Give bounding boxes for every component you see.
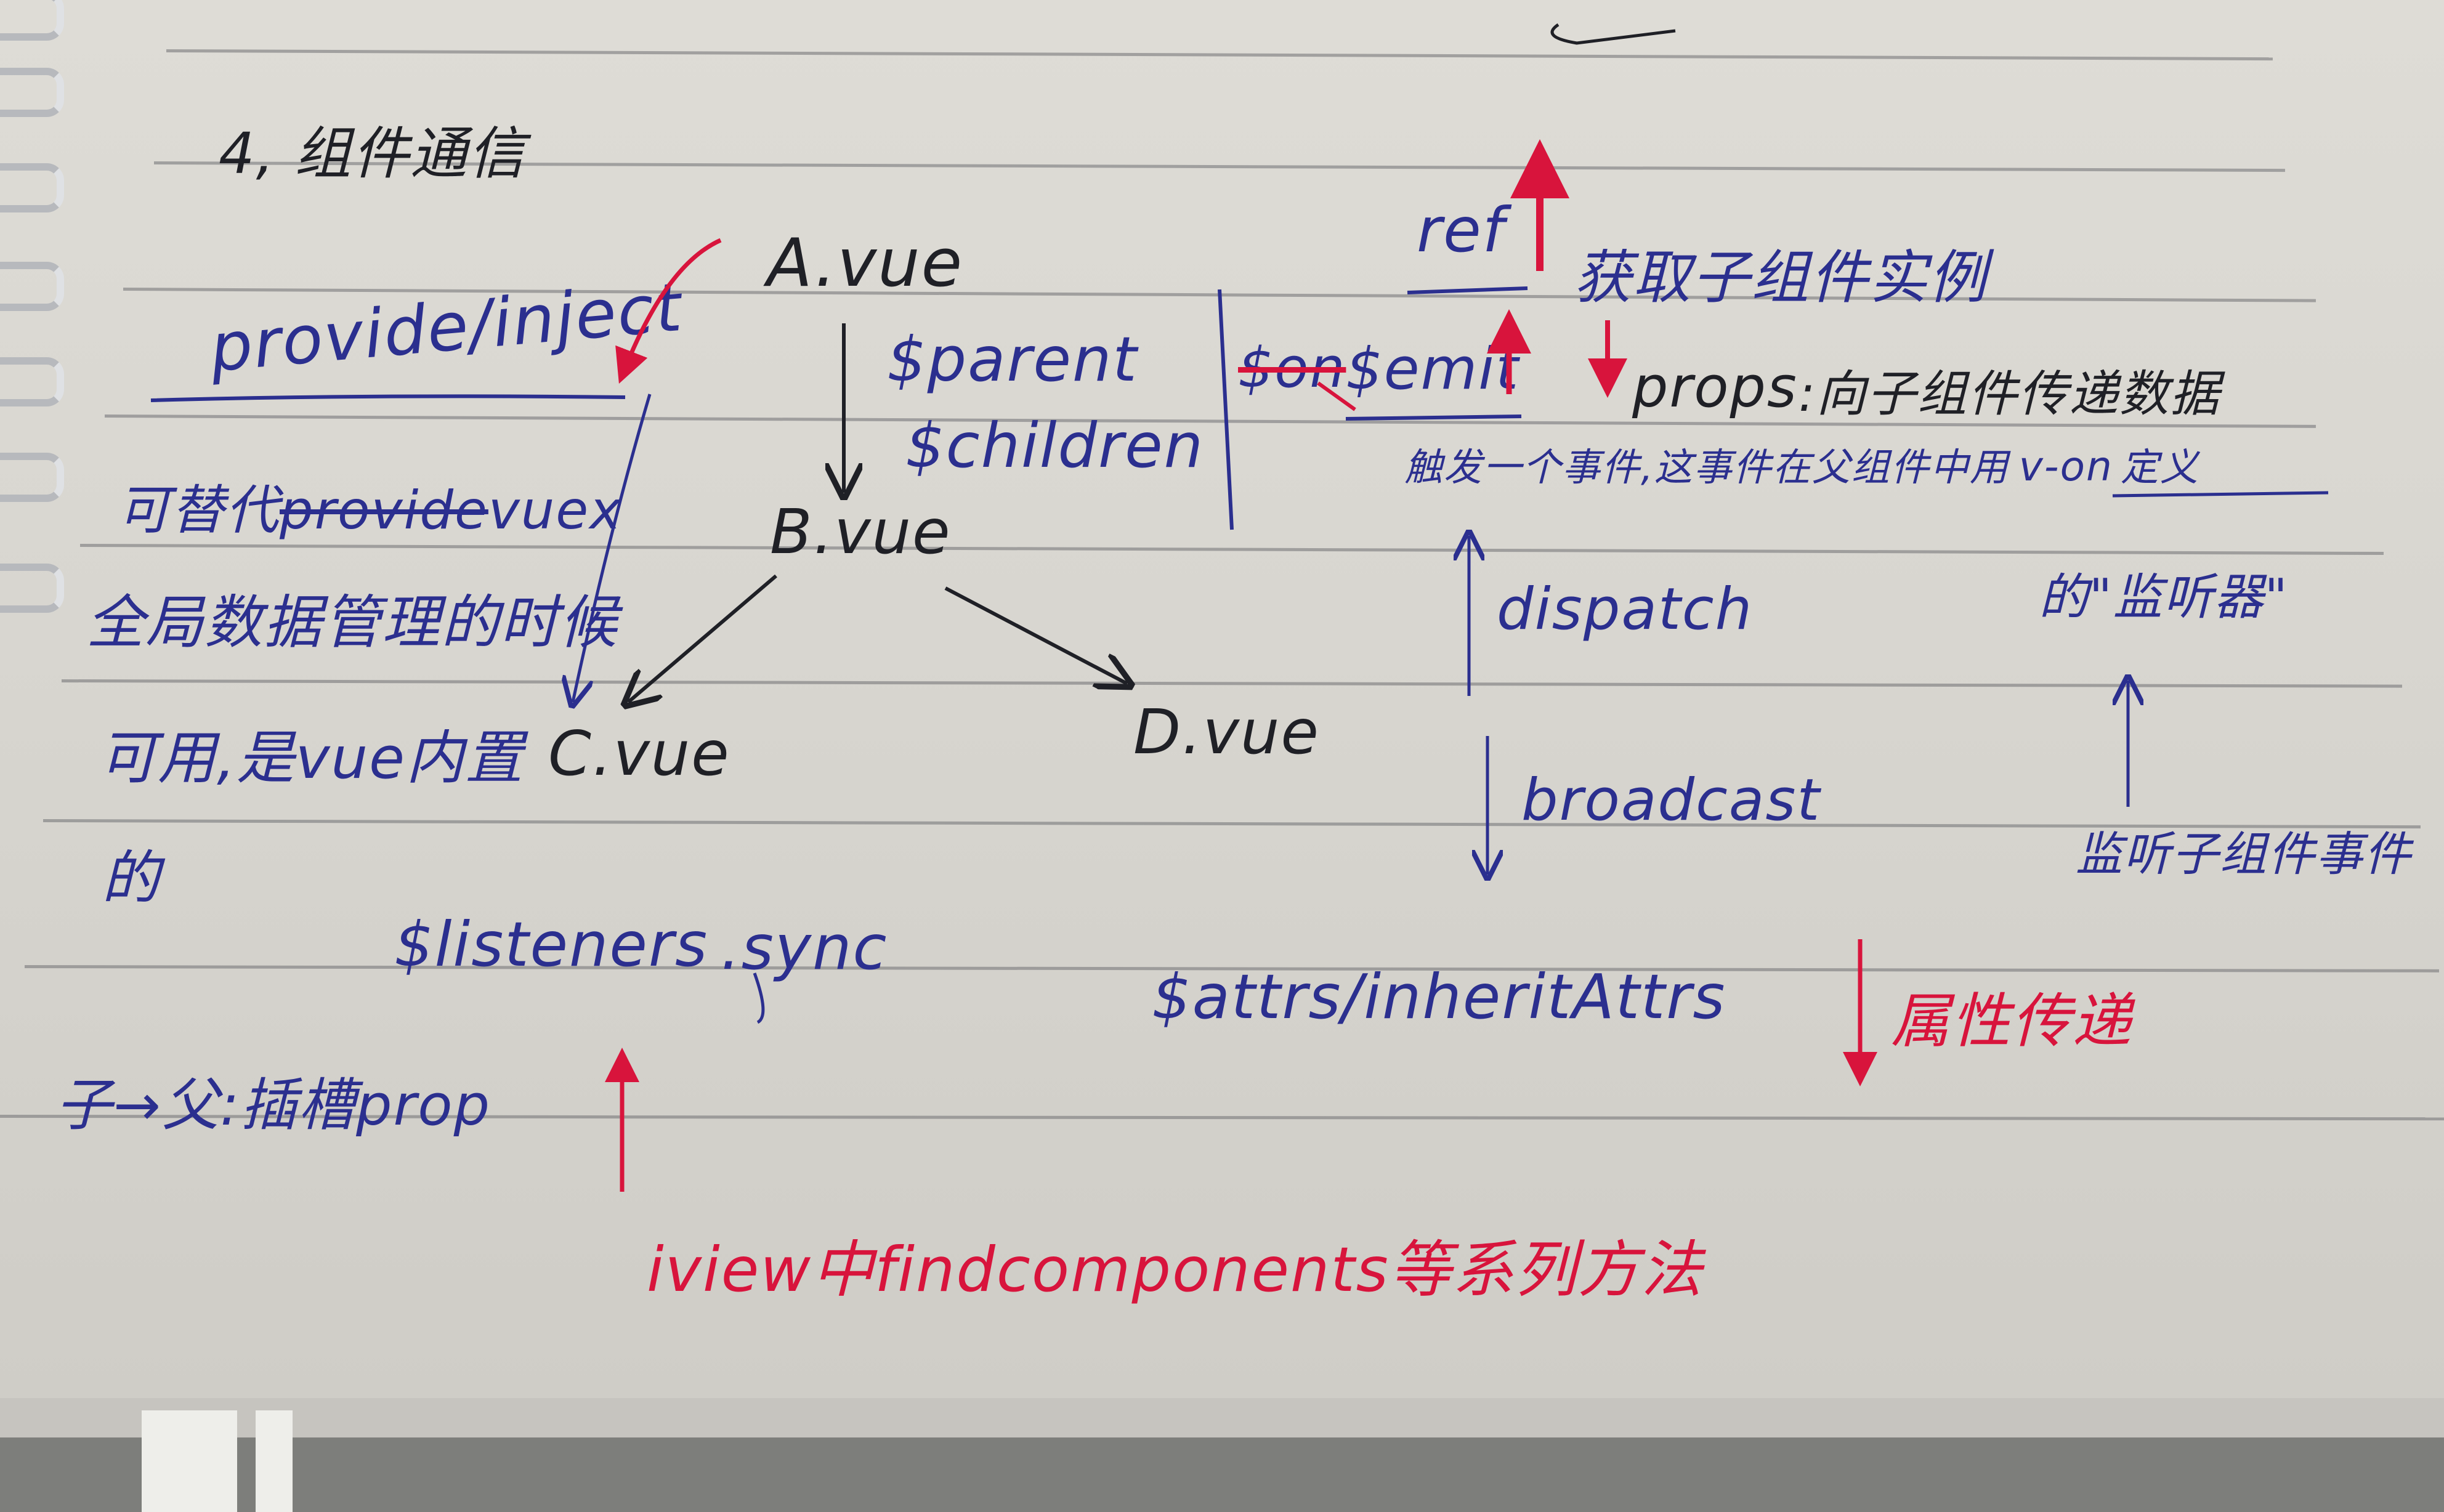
- child-to-parent-note: 子→父:插槽prop: [55, 1072, 491, 1138]
- emit-description-suffix: 定义: [2120, 445, 2199, 490]
- binding-ring: [0, 68, 64, 117]
- component-b: B.vue: [770, 496, 952, 568]
- binding-ring: [0, 564, 64, 613]
- arrow-b-to-c: [628, 574, 777, 702]
- props-label: props: [1632, 354, 1798, 420]
- ref-description: 获取子组件实例: [1574, 245, 1988, 312]
- attrs-label: $attrs/inheritAttrs: [1152, 961, 1726, 1033]
- v-on-label: v-on: [2018, 443, 2113, 490]
- emit-underline: [1345, 414, 1522, 421]
- children-label: $children: [905, 410, 1205, 482]
- section-title: 4, 组件通信: [219, 121, 527, 187]
- vuex-note-struck: provide: [280, 480, 488, 541]
- binding-ring: [0, 453, 64, 502]
- listener-note: 的"监听器": [2039, 568, 2289, 626]
- global-state-note: 全局数据管理的时候: [86, 589, 619, 657]
- binding-ring: [0, 262, 64, 311]
- page-tab: [256, 1410, 293, 1512]
- builtin-note: 可用,是vue内置: [99, 725, 524, 792]
- vuex-note-prefix: 可替代: [117, 480, 280, 541]
- v-on-underline: [2112, 491, 2329, 498]
- iview-note: iview中findcomponents等系列方法: [647, 1234, 1704, 1306]
- sync-label: .sync: [721, 912, 888, 984]
- provide-to-c-arrow: [573, 394, 652, 702]
- builtin-note-end: 的: [102, 845, 161, 912]
- binding-ring: [0, 163, 64, 212]
- component-c: C.vue: [548, 718, 730, 790]
- ref-label: ref: [1417, 194, 1505, 266]
- sync-hook: [753, 972, 765, 1024]
- on-strike-mark: [1317, 381, 1356, 411]
- dispatch-label: dispatch: [1497, 576, 1754, 643]
- vuex-note: 可替代providevuex: [117, 467, 622, 544]
- attrs-description: 属性传递: [1891, 987, 2132, 1056]
- notebook-page: 4, 组件通信 A.vue B.vue C.vue D.vue provide/…: [0, 0, 2444, 1398]
- corner-doodle: [1550, 23, 1676, 45]
- listeners-label: $listeners: [394, 908, 709, 980]
- child-event-note: 监听子组件事件: [2076, 827, 2412, 881]
- emit-description-prefix: 触发一个事件,这事件在父组件中用: [1404, 445, 2009, 490]
- divider-line: [1218, 289, 1234, 530]
- ink-strokes: [150, 23, 2329, 1192]
- arrow-b-to-d: [944, 586, 1127, 684]
- props-description: :向子组件传递数据: [1799, 365, 2220, 422]
- broadcast-label: broadcast: [1521, 767, 1821, 834]
- page-tab: [142, 1410, 237, 1512]
- vuex-note-suffix: vuex: [488, 480, 623, 541]
- parent-label: $parent: [887, 323, 1138, 395]
- binding-ring: [0, 357, 64, 406]
- red-provide-arrow: [615, 238, 722, 384]
- provide-underline: [150, 394, 626, 402]
- binding-ring: [0, 0, 64, 41]
- component-a: A.vue: [767, 225, 964, 302]
- ref-underline: [1407, 286, 1528, 294]
- component-d: D.vue: [1133, 696, 1320, 768]
